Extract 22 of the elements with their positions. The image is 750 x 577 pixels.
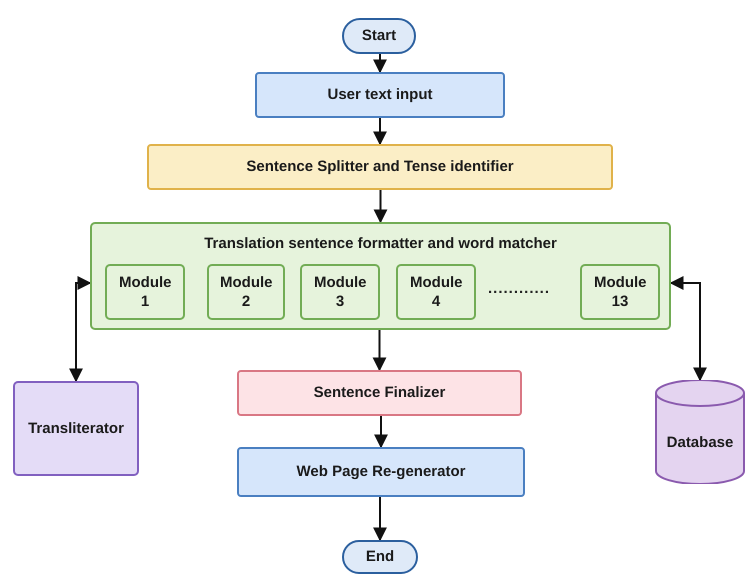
arrow: [373, 497, 387, 542]
module-box: Module 3: [300, 264, 380, 320]
arrow: [373, 54, 387, 74]
arrow: [374, 190, 388, 224]
process-box: Web Page Re-generator: [237, 447, 525, 497]
terminal-pill: Start: [342, 18, 416, 54]
ellipsis-dots: ............: [488, 280, 550, 297]
terminal-pill: End: [342, 540, 418, 574]
process-box: Sentence Splitter and Tense identifier: [147, 144, 613, 190]
process-box: User text input: [255, 72, 505, 118]
process-box: Sentence Finalizer: [237, 370, 522, 416]
module-box: Module 1: [105, 264, 185, 320]
module-box: Module 4: [396, 264, 476, 320]
arrow: [69, 276, 92, 382]
arrow: [373, 118, 387, 146]
arrow: [670, 276, 707, 382]
arrow: [374, 416, 388, 448]
module-box: Module 13: [580, 264, 660, 320]
module-box: Module 2: [207, 264, 285, 320]
process-box: Transliterator: [13, 381, 139, 476]
database-cylinder: Database: [655, 380, 745, 484]
arrow: [372, 330, 386, 372]
